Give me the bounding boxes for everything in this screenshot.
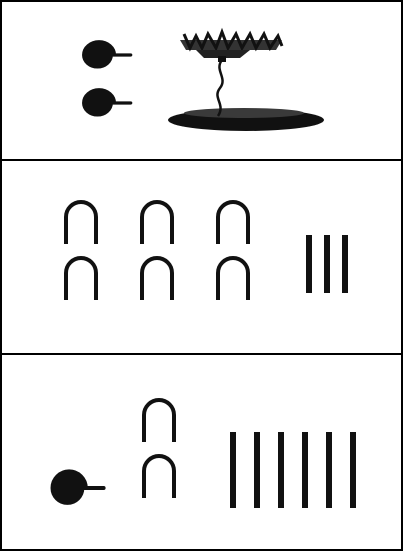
heel-bone-arch-icon (218, 258, 248, 300)
panel-middle (66, 202, 348, 300)
heel-bone-arch-icon (144, 456, 174, 498)
stroke-icon (326, 432, 332, 508)
lotus-plant-icon (168, 32, 324, 131)
panel-bottom (52, 400, 356, 508)
coil-icon (52, 471, 103, 503)
panel-top (84, 32, 324, 131)
heel-bone-arch-icon (142, 202, 172, 244)
coil-icon (84, 42, 131, 67)
stroke-icon (278, 432, 284, 508)
heel-bone-arch-icon (66, 258, 96, 300)
coil-icon (84, 90, 131, 115)
stroke-icon (306, 235, 312, 293)
heel-bone-arch-icon (144, 400, 174, 442)
stroke-icon (324, 235, 330, 293)
stroke-icon (350, 432, 356, 508)
stroke-icon (230, 432, 236, 508)
heel-bone-arch-icon (218, 202, 248, 244)
stroke-icon (302, 432, 308, 508)
heel-bone-arch-icon (66, 202, 96, 244)
stroke-icon (254, 432, 260, 508)
heel-bone-arch-icon (142, 258, 172, 300)
stroke-icon (342, 235, 348, 293)
